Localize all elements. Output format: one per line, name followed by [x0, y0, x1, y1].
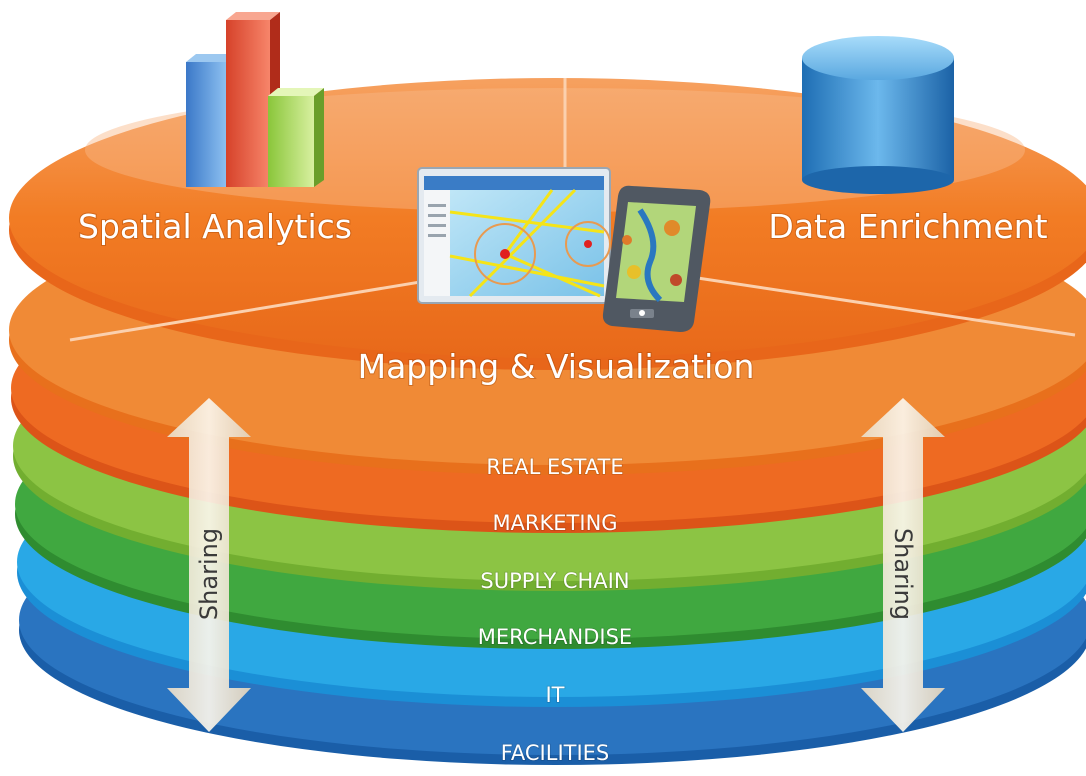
mobile-map-icon	[602, 185, 711, 332]
sharing-label-left: Sharing	[195, 528, 223, 620]
layer-label-supply-chain: SUPPLY CHAIN	[480, 569, 629, 593]
layer-label-facilities: FACILITIES	[501, 741, 610, 765]
layer-label-real-estate: REAL ESTATE	[486, 455, 623, 479]
layer-label-it: IT	[545, 683, 564, 707]
monitor-map-icon	[417, 167, 611, 304]
left-sharing-arrow	[167, 398, 251, 732]
layer-label-merchandise: MERCHANDISE	[478, 625, 632, 649]
mapping-visualization-label: Mapping & Visualization	[358, 347, 755, 386]
data-enrichment-label: Data Enrichment	[768, 207, 1047, 246]
right-sharing-arrow	[861, 398, 945, 732]
bar-chart-icon	[186, 12, 324, 187]
sharing-label-right: Sharing	[889, 528, 917, 620]
layer-label-marketing: MARKETING	[492, 511, 617, 535]
database-cylinder-icon	[802, 36, 954, 194]
spatial-analytics-label: Spatial Analytics	[78, 207, 352, 246]
